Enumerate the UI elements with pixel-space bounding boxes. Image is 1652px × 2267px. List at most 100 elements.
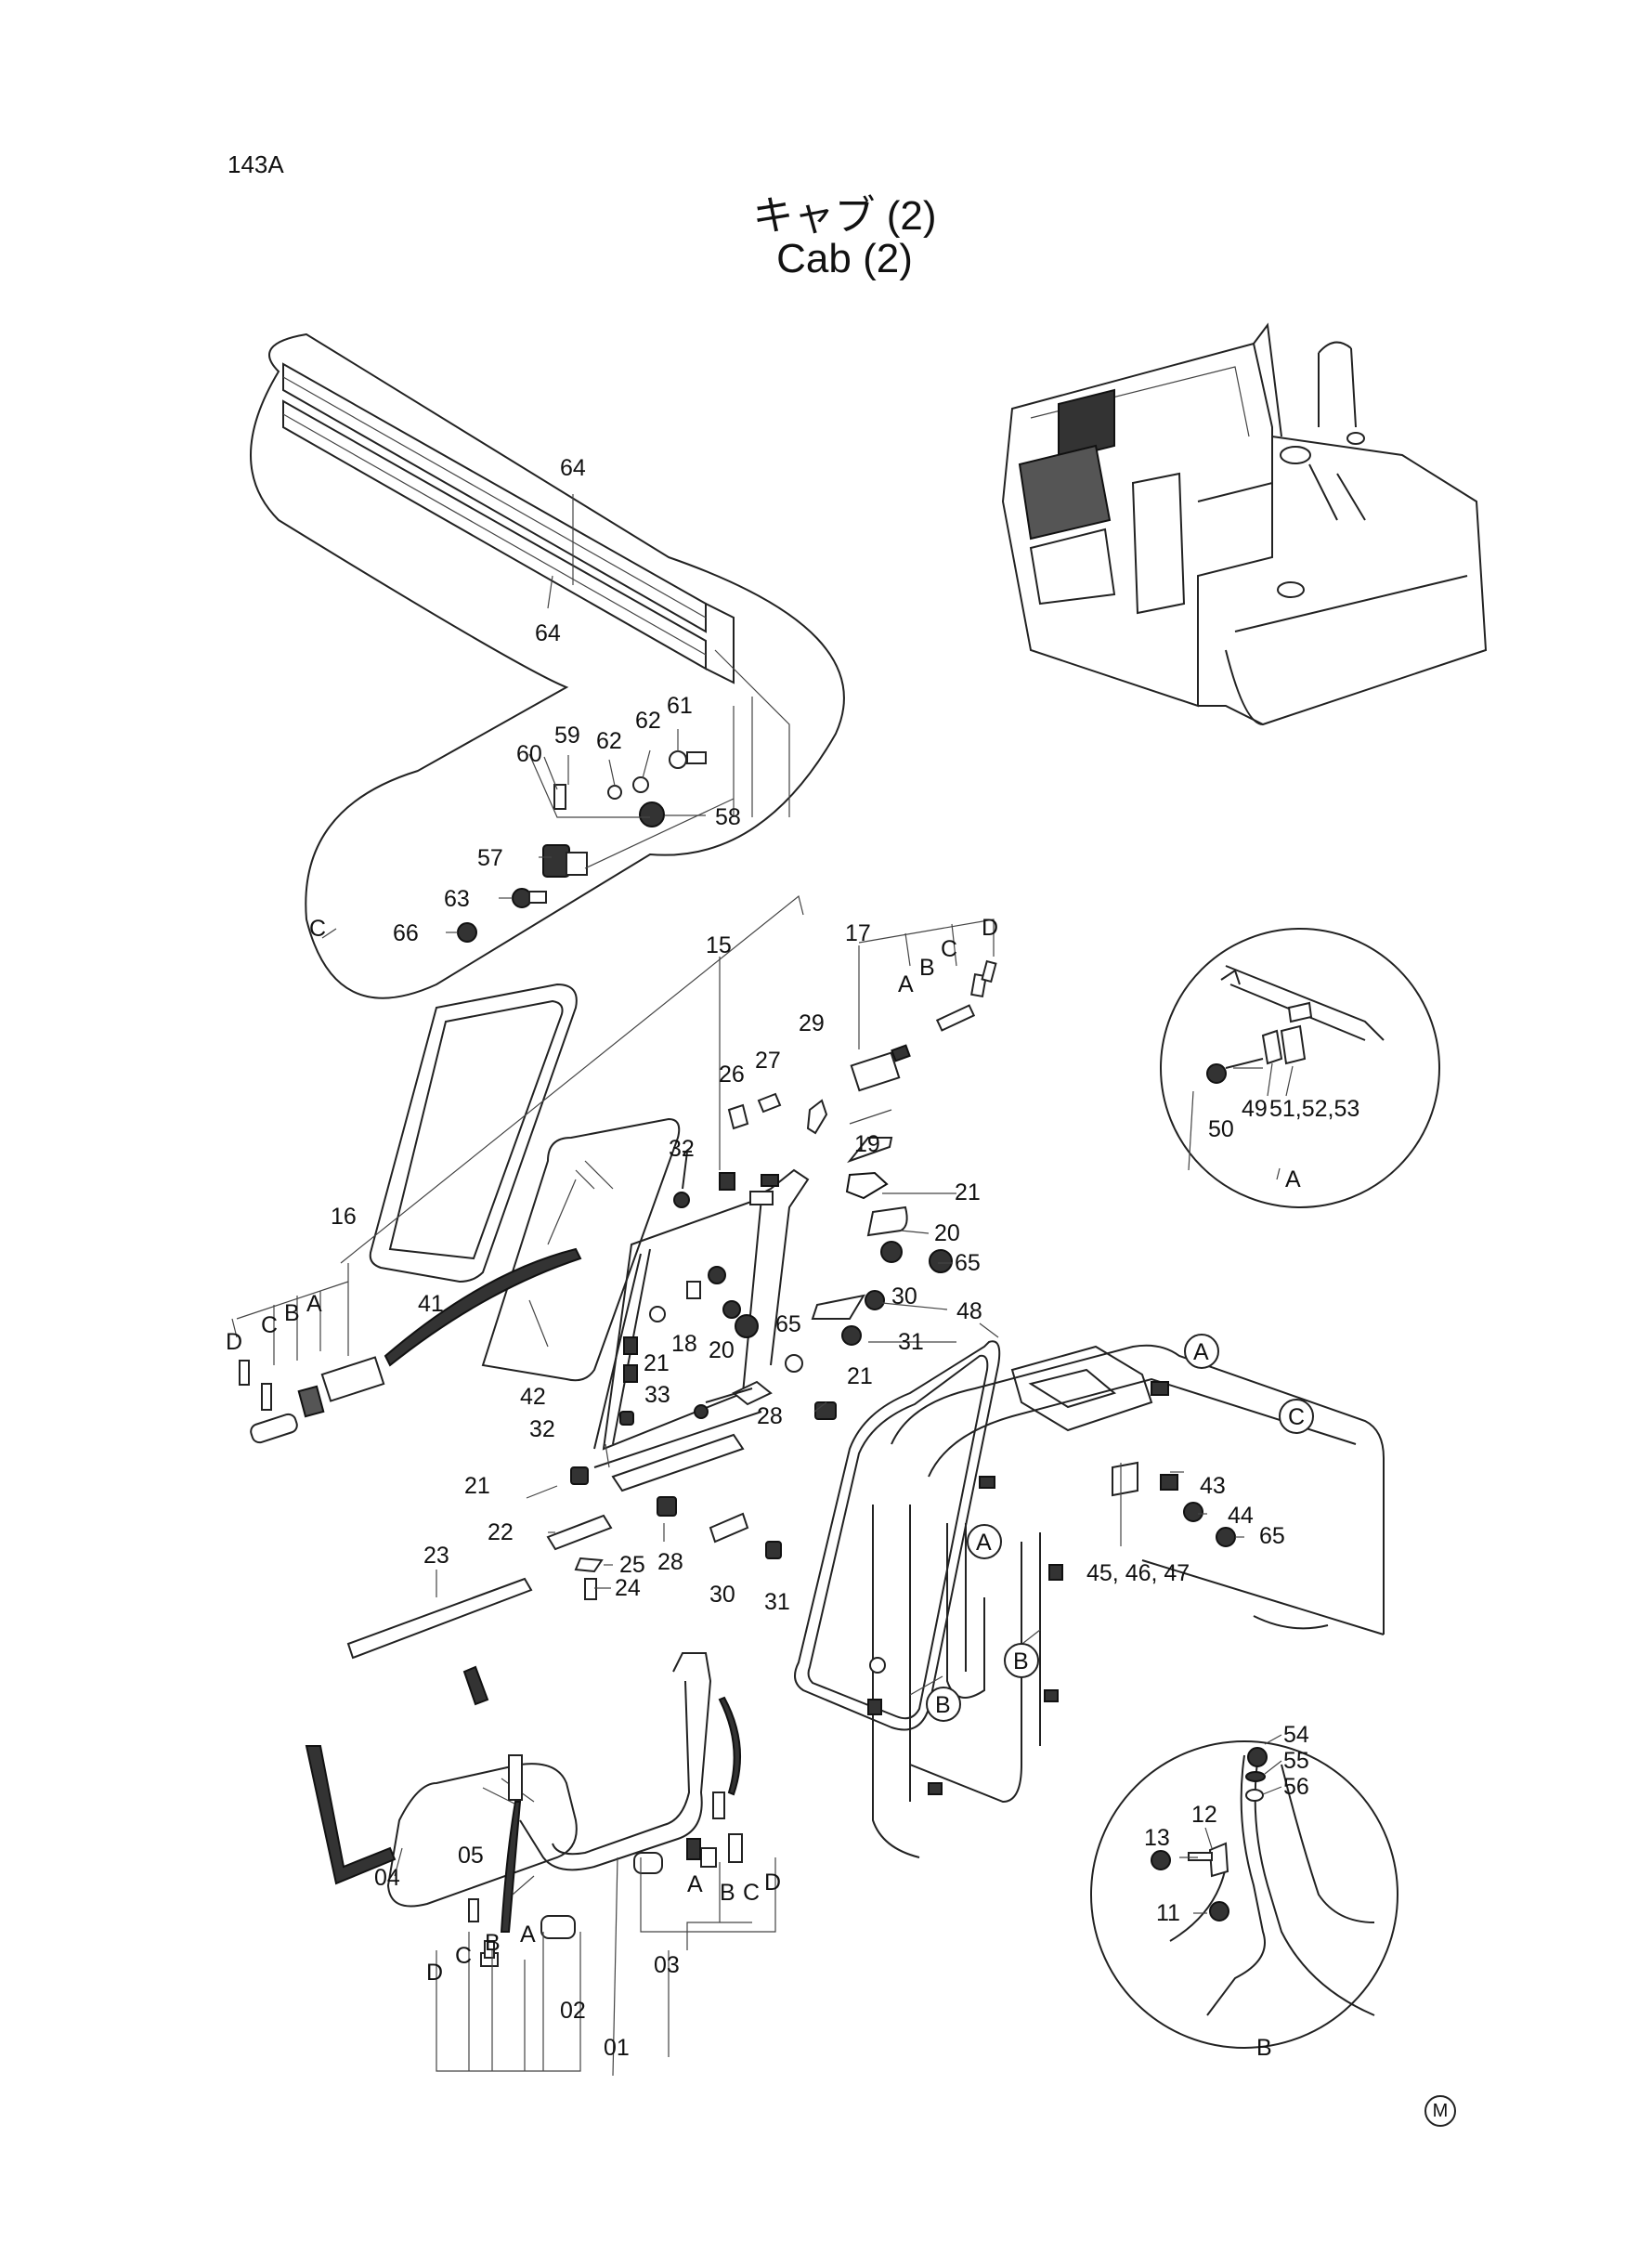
callout-31: 31: [898, 1329, 924, 1355]
callout-16: 16: [331, 1204, 357, 1230]
callout-27: 27: [755, 1048, 781, 1074]
callout-51-52-53: 51,52,53: [1269, 1096, 1359, 1122]
callout-d: D: [226, 1329, 242, 1355]
cab-machine-illustration: [1001, 322, 1488, 726]
callout-60: 60: [516, 741, 542, 767]
handle-16: [239, 1356, 385, 1444]
callout-58: 58: [715, 804, 741, 830]
callout-21: 21: [464, 1473, 490, 1499]
callout-15: 15: [706, 932, 732, 958]
callout-20: 20: [709, 1337, 735, 1363]
callout-42: 42: [520, 1384, 546, 1410]
window-glass-42: [384, 1117, 681, 1382]
callout-61: 61: [667, 693, 693, 719]
callout-57: 57: [477, 845, 503, 871]
callout-32: 32: [529, 1416, 555, 1442]
callout-a: A: [898, 971, 914, 997]
detail-a-circle: [1160, 928, 1440, 1208]
callout-59: 59: [554, 723, 580, 749]
callout-a: A: [687, 1871, 703, 1897]
callout-23: 23: [423, 1543, 449, 1569]
callout-04: 04: [374, 1865, 400, 1891]
leader-lines: [231, 494, 1294, 2077]
detail-c-outline: [250, 332, 845, 999]
callout-c: C: [743, 1880, 760, 1906]
callout-45-46-47: 45, 46, 47: [1086, 1560, 1190, 1586]
callout-b: B: [720, 1880, 735, 1906]
callout-31: 31: [764, 1589, 790, 1615]
callout-18: 18: [671, 1331, 697, 1357]
callout-03: 03: [654, 1952, 680, 1978]
callout-d: D: [982, 915, 998, 941]
slider-assembly: [570, 959, 997, 1559]
callout-d: D: [764, 1870, 781, 1896]
callout-48: 48: [956, 1298, 982, 1324]
callout-22: 22: [488, 1519, 514, 1545]
callout-63: 63: [444, 886, 470, 912]
callout-64: 64: [560, 455, 586, 481]
corner-mark: M: [1424, 2095, 1456, 2127]
callout-65: 65: [1259, 1523, 1285, 1549]
detail-c-label: C: [309, 916, 326, 942]
callout-a: A: [1193, 1339, 1209, 1365]
callout-56: 56: [1283, 1774, 1309, 1800]
callout-29: 29: [799, 1010, 825, 1036]
callout-c: C: [455, 1943, 472, 1969]
callout-28: 28: [657, 1549, 683, 1575]
callout-13: 13: [1144, 1825, 1170, 1851]
callout-64: 64: [535, 620, 561, 646]
lower-window-assembly: [305, 1652, 743, 1967]
callout-65: 65: [955, 1250, 981, 1276]
callout-24: 24: [615, 1575, 641, 1601]
callout-b: B: [1013, 1648, 1029, 1674]
title-japanese: キャブ (2): [752, 193, 937, 239]
window-frame-41: [369, 983, 578, 1283]
callout-20: 20: [934, 1220, 960, 1246]
callout-02: 02: [560, 1998, 586, 2024]
callout-21: 21: [644, 1350, 670, 1376]
callout-c: C: [941, 936, 957, 962]
lock-assembly: [457, 649, 790, 943]
callout-21: 21: [955, 1179, 981, 1205]
door-seal-48: [794, 1340, 1001, 1731]
door-frame-structure: [867, 1344, 1385, 1858]
callout-05: 05: [458, 1843, 484, 1869]
callout-labels: 64 64 60 59 62 62 61 58 57 63 66 15 17 D…: [226, 455, 1359, 2061]
detail-b-circle: [1090, 1740, 1398, 2049]
callout-19: 19: [854, 1131, 880, 1157]
callout-c: C: [261, 1312, 278, 1338]
callout-b: B: [935, 1692, 951, 1718]
seal-strip-23: [346, 1514, 613, 1660]
callout-50: 50: [1208, 1116, 1234, 1142]
callout-a: A: [306, 1291, 322, 1317]
callout-11: 11: [1156, 1900, 1180, 1926]
rail-part-64: [282, 362, 735, 684]
callout-a: A: [520, 1922, 536, 1948]
circle-markers: [926, 1334, 1314, 1722]
callout-33: 33: [644, 1382, 670, 1408]
callout-32: 32: [669, 1136, 695, 1162]
callout-65: 65: [775, 1311, 801, 1337]
callout-30: 30: [709, 1582, 735, 1608]
callout-b: B: [284, 1300, 300, 1326]
callout-25: 25: [619, 1552, 645, 1578]
callout-21: 21: [847, 1363, 873, 1389]
callout-62: 62: [596, 728, 622, 754]
callout-30: 30: [891, 1283, 917, 1309]
callout-a: A: [976, 1530, 992, 1556]
callout-12: 12: [1191, 1802, 1217, 1828]
callout-62: 62: [635, 708, 661, 734]
callout-44: 44: [1228, 1503, 1254, 1529]
callout-26: 26: [719, 1062, 745, 1088]
callout-54: 54: [1283, 1722, 1309, 1748]
page-id: 143A: [228, 150, 284, 178]
callout-01: 01: [604, 2035, 630, 2061]
callout-28: 28: [757, 1403, 783, 1429]
callout-17: 17: [845, 920, 871, 946]
callout-66: 66: [393, 920, 419, 946]
title-english: Cab (2): [776, 236, 913, 281]
callout-b: B: [485, 1930, 501, 1956]
callout-43: 43: [1200, 1473, 1226, 1499]
callout-49: 49: [1242, 1096, 1268, 1122]
